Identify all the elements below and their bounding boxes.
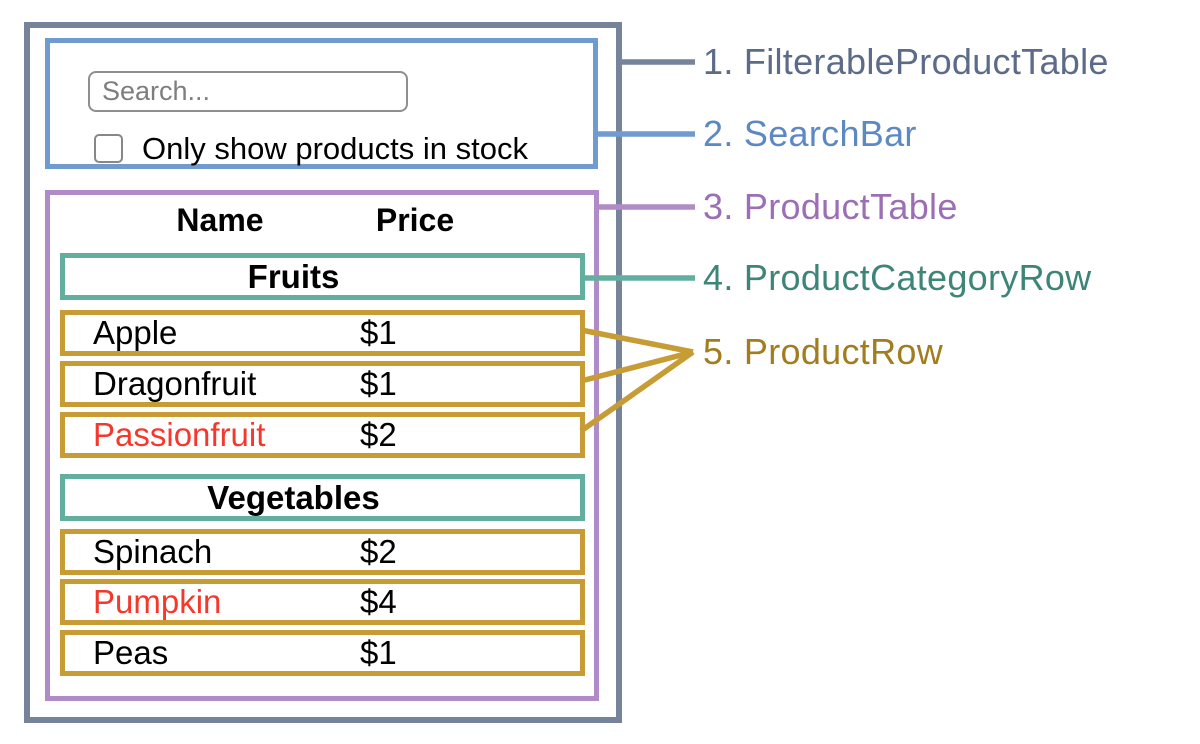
product-price: $4 (360, 583, 397, 620)
category-row-vegetables: Vegetables (60, 474, 585, 521)
product-name: Peas (93, 634, 169, 671)
legend-item-product-row: 5. ProductRow (703, 331, 944, 372)
product-row-passionfruit: Passionfruit $2 (60, 412, 585, 458)
product-row-dragonfruit: Dragonfruit $1 (60, 361, 585, 407)
legend-item-product-category-row: 4. ProductCategoryRow (703, 257, 1092, 298)
product-name: Spinach (93, 533, 213, 570)
category-row-fruits: Fruits (60, 253, 585, 300)
legend-item-filterable-product-table: 1. FilterableProductTable (703, 41, 1109, 82)
column-header-name: Name (176, 202, 264, 238)
product-row-apple: Apple $1 (60, 310, 585, 356)
product-name-out-of-stock: Pumpkin (93, 583, 222, 620)
product-row-pumpkin: Pumpkin $4 (60, 579, 585, 625)
legend-item-search-bar: 2. SearchBar (703, 113, 917, 154)
category-label: Vegetables (207, 478, 380, 516)
column-header-price: Price (375, 202, 455, 238)
product-price: $2 (360, 533, 397, 570)
product-name: Apple (93, 314, 178, 351)
product-row-spinach: Spinach $2 (60, 529, 585, 575)
product-price: $2 (360, 416, 397, 453)
legend-item-product-table: 3. ProductTable (703, 186, 958, 227)
category-label: Fruits (247, 257, 340, 295)
product-price: $1 (360, 365, 397, 402)
stock-checkbox[interactable] (94, 134, 123, 163)
stock-checkbox-label: Only show products in stock (142, 131, 528, 166)
product-price: $1 (360, 634, 397, 671)
search-input[interactable] (88, 71, 408, 112)
product-row-peas: Peas $1 (60, 630, 585, 676)
product-name-out-of-stock: Passionfruit (93, 416, 266, 453)
product-name: Dragonfruit (93, 365, 257, 402)
product-price: $1 (360, 314, 397, 351)
